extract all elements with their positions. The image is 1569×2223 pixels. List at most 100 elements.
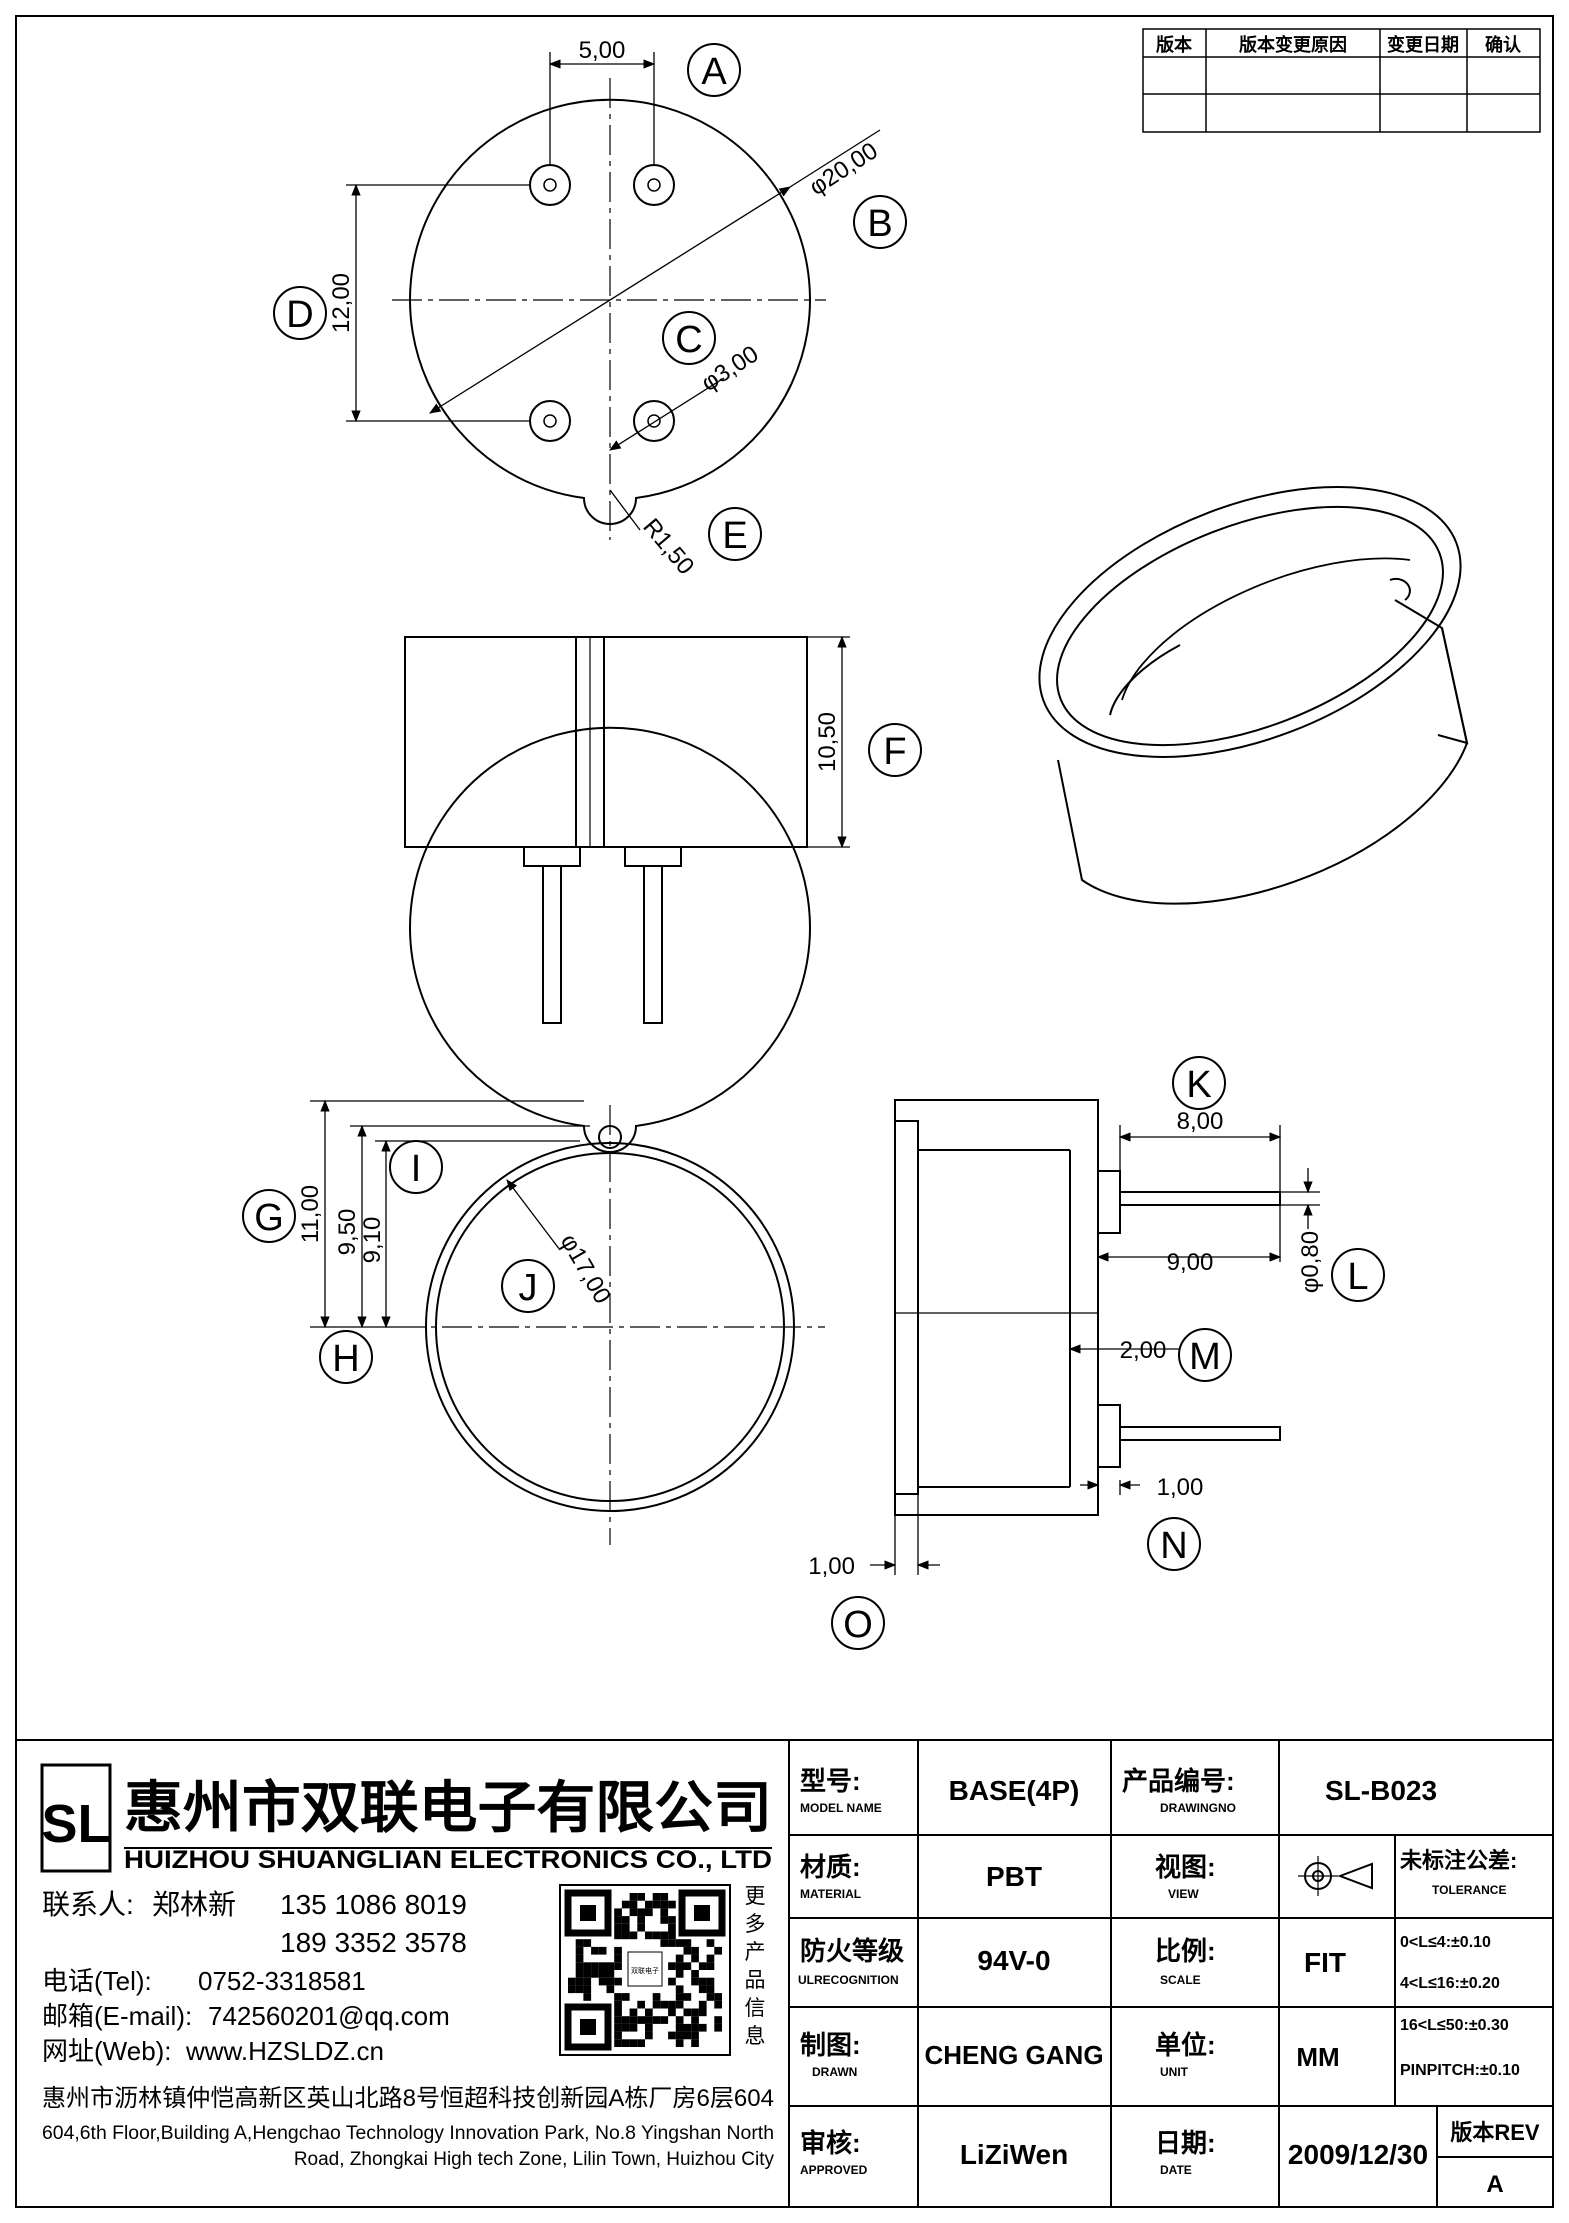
phone-1: 135 1086 8019: [280, 1889, 467, 1920]
drawing-label-cn: 产品编号:: [1122, 1766, 1235, 1796]
approved-by-value[interactable]: LiZiWen: [960, 2139, 1068, 2170]
scale-label-cn: 比例:: [1155, 1936, 1216, 1966]
callout-o: O: [843, 1604, 873, 1646]
side-view: [894, 1099, 1281, 1516]
drawn-label-cn: 制图:: [800, 2030, 861, 2060]
email-value: 742560201@qq.com: [208, 2001, 450, 2031]
callout-a: A: [701, 51, 727, 93]
model-label-en: MODEL NAME: [800, 1801, 882, 1815]
callout-e: E: [722, 515, 747, 557]
callout-j: J: [519, 1267, 538, 1309]
company-logo: SL: [40, 1763, 112, 1873]
callout-f: F: [883, 731, 906, 773]
date-label-en: DATE: [1160, 2163, 1192, 2177]
address-en-1: 604,6th Floor,Building A,Hengchao Techno…: [42, 2123, 774, 2144]
model-value[interactable]: BASE(4P): [949, 1775, 1080, 1806]
isometric-view: [1038, 486, 1469, 905]
drawing-no-value[interactable]: SL-B023: [1325, 1775, 1437, 1806]
tel-label: 电话(Tel):: [42, 1966, 152, 1996]
tolerance-label-cn: 未标注公差:: [1400, 1848, 1517, 1873]
callout-c: C: [675, 319, 702, 361]
dim-inner-diameter: φ17,00: [555, 1230, 616, 1309]
tolerance-1: 0<L≤4:±0.10: [1400, 1934, 1491, 1951]
revision-table: [1142, 28, 1541, 133]
svg-text:更: 更: [745, 1885, 766, 1908]
approved-label-en: APPROVED: [800, 2163, 868, 2177]
callout-g: G: [254, 1197, 284, 1239]
rev-header-date: 变更日期: [1387, 34, 1459, 55]
dim-notch-radius: R1,50: [637, 514, 699, 580]
rev-label: 版本REV: [1450, 2120, 1540, 2145]
dim-height: 10,50: [814, 712, 841, 772]
dim-910: 9,10: [359, 1217, 386, 1264]
svg-text:信: 信: [745, 1997, 766, 2020]
date-label-cn: 日期:: [1155, 2128, 1216, 2158]
address-en-2: Road, Zhongkai High tech Zone, Lilin Tow…: [294, 2149, 775, 2170]
dim-overall-11: 11,00: [297, 1185, 324, 1243]
model-label-cn: 型号:: [800, 1766, 861, 1796]
unit-label-en: UNIT: [1160, 2065, 1189, 2079]
svg-text:息: 息: [745, 2025, 766, 2048]
view-label-cn: 视图:: [1155, 1852, 1216, 1882]
callout-l: L: [1347, 1256, 1368, 1298]
svg-text:多: 多: [745, 1913, 766, 1936]
date-value[interactable]: 2009/12/30: [1288, 2139, 1428, 2170]
top-view-centerlines: [392, 78, 826, 540]
callout-h: H: [332, 1338, 359, 1380]
qr-center-text: 双联电子: [631, 1966, 659, 1975]
projection-symbol-icon: [1298, 1856, 1373, 1896]
drawn-label-en: DRAWN: [812, 2065, 857, 2079]
contact-label: 联系人:: [42, 1889, 134, 1920]
fire-label-en: ULRECOGNITION: [798, 1973, 899, 1987]
sheet-border: [15, 15, 1554, 2208]
view-label-en: VIEW: [1168, 1887, 1199, 1901]
dim-body-diameter: φ20,00: [805, 137, 883, 201]
rev-header-confirm: 确认: [1485, 34, 1522, 55]
dim-pin-length-900: 9,00: [1167, 1249, 1214, 1276]
phone-2: 189 3352 3578: [280, 1927, 467, 1958]
svg-text:产: 产: [745, 1941, 766, 1964]
title-grid: [789, 1740, 1553, 2207]
tel-value: 0752-3318581: [198, 1966, 366, 1996]
approved-label-cn: 审核:: [800, 2128, 861, 2158]
callout-d: D: [286, 294, 313, 336]
bottom-view-centerlines: [395, 1105, 825, 1545]
dim-950: 9,50: [334, 1209, 361, 1256]
fire-value[interactable]: 94V-0: [977, 1945, 1050, 1976]
dim-pin-length-800: 8,00: [1177, 1108, 1224, 1135]
unit-label-cn: 单位:: [1155, 2030, 1216, 2060]
dim-pin-diameter: φ0,80: [1297, 1231, 1324, 1293]
callouts: [242, 43, 1385, 1650]
top-view-dims: [346, 52, 881, 531]
drawing-label-en: DRAWINGNO: [1160, 1801, 1236, 1815]
dim-pin-pitch-x: 5,00: [579, 37, 626, 64]
email-label: 邮箱(E-mail):: [42, 2001, 192, 2031]
material-label-en: MATERIAL: [800, 1887, 861, 1901]
front-view: [404, 636, 808, 1024]
bottom-view-dims: [310, 1099, 590, 1329]
side-view-dims: [870, 1125, 1320, 1575]
qr-code[interactable]: 双联电子: [559, 1884, 731, 2056]
contact-name: 郑林新: [152, 1889, 236, 1920]
tolerance-2: 4<L≤16:±0.20: [1400, 1975, 1500, 1992]
scale-label-en: SCALE: [1160, 1973, 1201, 1987]
tolerance-label-en: TOLERANCE: [1432, 1883, 1506, 1897]
callout-k: K: [1186, 1064, 1211, 1106]
rev-header-version: 版本: [1156, 34, 1192, 55]
scale-value[interactable]: FIT: [1304, 1947, 1346, 1978]
dim-base-100: 1,00: [808, 1553, 855, 1580]
logo-letters: SL: [41, 1794, 110, 1854]
dim-wall-200: 2,00: [1120, 1337, 1167, 1364]
callout-b: B: [867, 203, 892, 245]
rev-header-reason: 版本变更原因: [1239, 34, 1347, 55]
qr-caption: 更 多 产 品 信 息: [745, 1885, 766, 2048]
material-value[interactable]: PBT: [986, 1861, 1042, 1892]
callout-n: N: [1160, 1525, 1187, 1567]
unit-value[interactable]: MM: [1296, 2042, 1339, 2072]
callout-i: I: [411, 1148, 422, 1190]
fire-label-cn: 防火等级: [800, 1936, 904, 1966]
web-label: 网址(Web):: [42, 2036, 172, 2066]
drawn-by-value[interactable]: CHENG GANG: [924, 2040, 1103, 2070]
rev-value[interactable]: A: [1486, 2171, 1503, 2198]
dim-pin-pitch-y: 12,00: [328, 273, 355, 333]
